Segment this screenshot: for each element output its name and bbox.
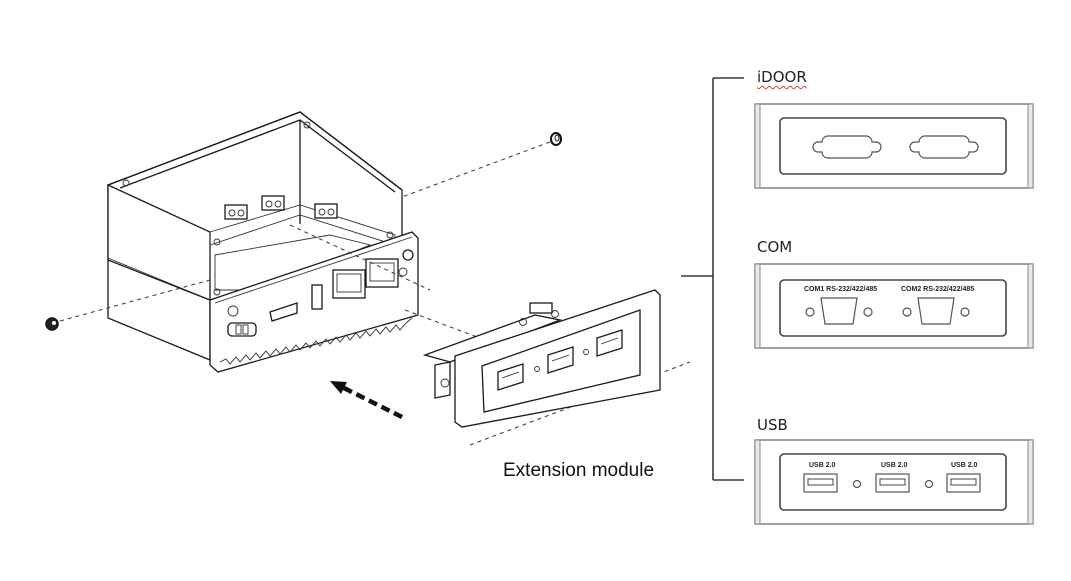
extension-module-caption: Extension module [503,460,655,481]
guide-line [59,279,211,322]
usb-port-label-1: USB 2.0 [809,462,836,469]
screw-left [45,317,59,331]
com1-db9-port [820,297,858,325]
com1-label: COM1 RS-232/422/485 [804,286,877,293]
mount-bracket [314,203,338,219]
module-usb-port [596,329,623,357]
chassis [107,111,419,373]
usb-port [311,284,323,310]
guide-line [401,141,551,198]
idoor-panel [754,103,1034,189]
dc-power-terminal [227,322,257,337]
hdmi-port [269,302,298,322]
db9-cutout [812,135,882,159]
guide-line [289,224,431,291]
usb-port-1 [803,473,838,493]
antenna-connector [402,249,414,261]
com-title: COM [757,238,793,256]
screw-hole [213,238,221,246]
mount-bracket [261,195,285,211]
screw-hole [386,231,394,239]
idoor-title: iDOOR [757,68,807,86]
power-button [227,305,239,317]
extension-module [422,289,661,428]
screw-hole [303,121,311,129]
com2-label: COM2 RS-232/422/485 [901,286,974,293]
usb-port-2 [875,473,910,493]
com-panel: COM1 RS-232/422/485 COM2 RS-232/422/485 [754,263,1034,349]
db9-cutout [909,135,979,159]
com2-db9-port [917,297,955,325]
module-usb-port [497,363,524,391]
variant-bracket [681,77,744,481]
usb-panel: USB 2.0 USB 2.0 USB 2.0 [754,439,1034,525]
insert-direction-arrow [330,381,404,420]
usb-port-label-3: USB 2.0 [951,462,978,469]
usb-port-3 [946,473,981,493]
mount-bracket [224,204,248,220]
lan-port-1 [332,269,366,299]
screw-right [550,132,562,146]
usb-port-label-2: USB 2.0 [881,462,908,469]
guide-line [404,309,486,341]
usb-title: USB [757,416,788,434]
screw-hole [122,179,130,187]
screw-hole [213,288,221,296]
module-usb-port [547,346,574,374]
